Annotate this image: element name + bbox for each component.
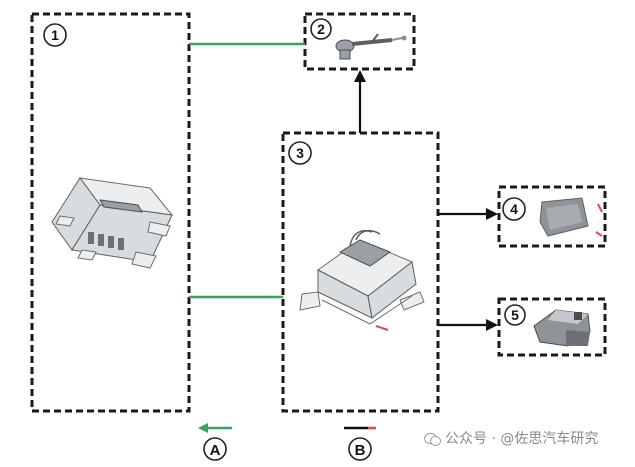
- label-4: 4: [510, 201, 518, 217]
- label-2: 2: [317, 21, 325, 37]
- left-arrow-icon: [198, 423, 208, 433]
- legend-b: B: [344, 426, 376, 461]
- control-module-icon: [51, 177, 174, 269]
- legend-b-label: B: [355, 442, 366, 459]
- label-3: 3: [296, 145, 304, 161]
- box-2: [303, 12, 416, 71]
- watermark-text: 公众号 · @佐思汽车研究: [445, 431, 599, 447]
- label-badge-5: 5: [504, 304, 526, 326]
- actuator-icon: [533, 309, 591, 347]
- arrow-up-icon: [354, 70, 366, 82]
- airbag-control-unit-icon: [299, 229, 425, 331]
- pad-sensor-icon: [539, 197, 603, 237]
- watermark: 公众号 · @佐思汽车研究: [424, 428, 598, 448]
- box-4: [497, 185, 607, 248]
- sensor-harness-icon: [335, 33, 407, 60]
- label-badge-3: 3: [288, 141, 312, 165]
- label-badge-2: 2: [310, 18, 332, 40]
- wechat-icon: [424, 432, 441, 446]
- box-1: [30, 12, 191, 413]
- arrow-right-icon: [486, 208, 498, 220]
- label-badge-1: 1: [43, 23, 67, 47]
- legend-a: A: [198, 423, 232, 461]
- label-5: 5: [511, 307, 519, 323]
- label-badge-4: 4: [502, 197, 526, 221]
- legend-a-label: A: [210, 442, 221, 459]
- label-1: 1: [51, 27, 59, 43]
- arrow-right-icon: [486, 319, 498, 331]
- box-5: [497, 297, 607, 357]
